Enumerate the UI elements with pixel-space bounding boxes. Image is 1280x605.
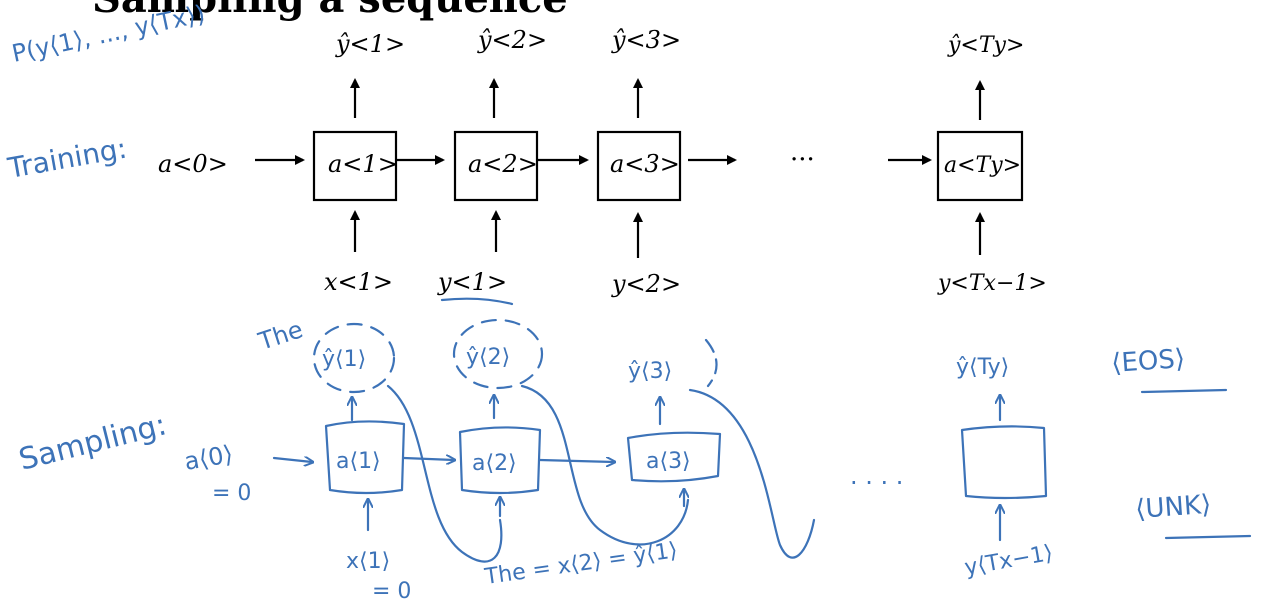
- sampling-box-last: [960, 425, 1048, 500]
- feedback-curve-2: [520, 384, 690, 546]
- sampling-first-input-value: = 0: [372, 579, 411, 604]
- sampling-arrow-a0: [272, 458, 312, 462]
- sampling-ellipsis: . . . .: [850, 462, 903, 490]
- sampling-cell-last: ŷ⟨Ty⟩ y⟨Tx−1⟩: [956, 355, 1055, 581]
- sampling-box-3: [626, 431, 722, 483]
- training-initial-activation: a<0>: [158, 150, 228, 178]
- sampling-first-input: x⟨1⟩: [346, 549, 390, 574]
- training-activation-1: a<1>: [328, 150, 398, 178]
- training-label: Training:: [5, 132, 130, 185]
- training-activation-3: a<3>: [610, 150, 680, 178]
- eos-token: ⟨EOS⟩: [1110, 344, 1186, 379]
- sampling-output-last: ŷ⟨Ty⟩: [956, 355, 1009, 380]
- slide-title: Sampling a sequence: [92, 0, 568, 22]
- eos-underline: [1140, 388, 1228, 394]
- sampling-box-2: [458, 426, 542, 495]
- sampling-input-last: y⟨Tx−1⟩: [963, 541, 1055, 581]
- sampling-activation-2: a⟨2⟩: [472, 451, 517, 476]
- training-input-2: y<1>: [437, 268, 507, 296]
- dashed-circle-1: [312, 322, 396, 394]
- sampling-initial-value: = 0: [212, 481, 251, 506]
- training-ellipsis: ···: [790, 145, 815, 175]
- unk-token: ⟨UNK⟩: [1134, 490, 1212, 525]
- dashed-arc-3: [704, 338, 718, 388]
- feedback-curve-3: [688, 388, 816, 559]
- feedback-curve-1: [386, 384, 503, 563]
- training-cell-3: a<3> ŷ<3> y<2>: [596, 26, 682, 298]
- training-output-1: ŷ<1>: [335, 30, 405, 58]
- second-input-note: The = x⟨2⟩ = ŷ⟨1⟩: [482, 538, 679, 590]
- training-output-last: ŷ<Ty>: [947, 33, 1024, 58]
- training-output-3: ŷ<3>: [611, 26, 681, 54]
- unk-underline: [1164, 534, 1252, 540]
- sampling-output-3: ŷ⟨3⟩: [628, 359, 672, 384]
- sampling-cell-1: ŷ⟨1⟩ a⟨1⟩ x⟨1⟩ = 0: [312, 322, 411, 604]
- dashed-circle-2: [452, 318, 544, 390]
- training-activation-last: a<Ty>: [944, 153, 1021, 178]
- sampling-output-2: ŷ⟨2⟩: [466, 345, 510, 370]
- training-input-1: x<1>: [324, 268, 393, 296]
- sampling-box-1: [324, 420, 406, 495]
- training-activation-2: a<2>: [468, 150, 538, 178]
- sampling-cell-2: ŷ⟨2⟩ a⟨2⟩: [452, 318, 544, 518]
- training-input-3: y<2>: [611, 270, 681, 298]
- training-input-last: y<Tx−1>: [937, 271, 1047, 296]
- training-output-2: ŷ<2>: [477, 26, 547, 54]
- underline-y1: [440, 297, 514, 306]
- sampled-word-the: The: [254, 315, 306, 356]
- training-cell-2: a<2> ŷ<2> y<1>: [437, 26, 547, 296]
- sampling-activation-1: a⟨1⟩: [336, 449, 381, 474]
- training-cell-1: a<1> ŷ<1> x<1>: [312, 30, 405, 296]
- sampling-output-1: ŷ⟨1⟩: [322, 347, 366, 372]
- training-cell-last: a<Ty> ŷ<Ty> y<Tx−1>: [936, 33, 1047, 296]
- sampling-initial-activation: a⟨0⟩: [182, 440, 235, 476]
- sampling-label: Sampling:: [15, 407, 170, 477]
- sampling-cell-3: ŷ⟨3⟩ a⟨3⟩: [626, 338, 722, 508]
- sampling-activation-3: a⟨3⟩: [646, 449, 691, 474]
